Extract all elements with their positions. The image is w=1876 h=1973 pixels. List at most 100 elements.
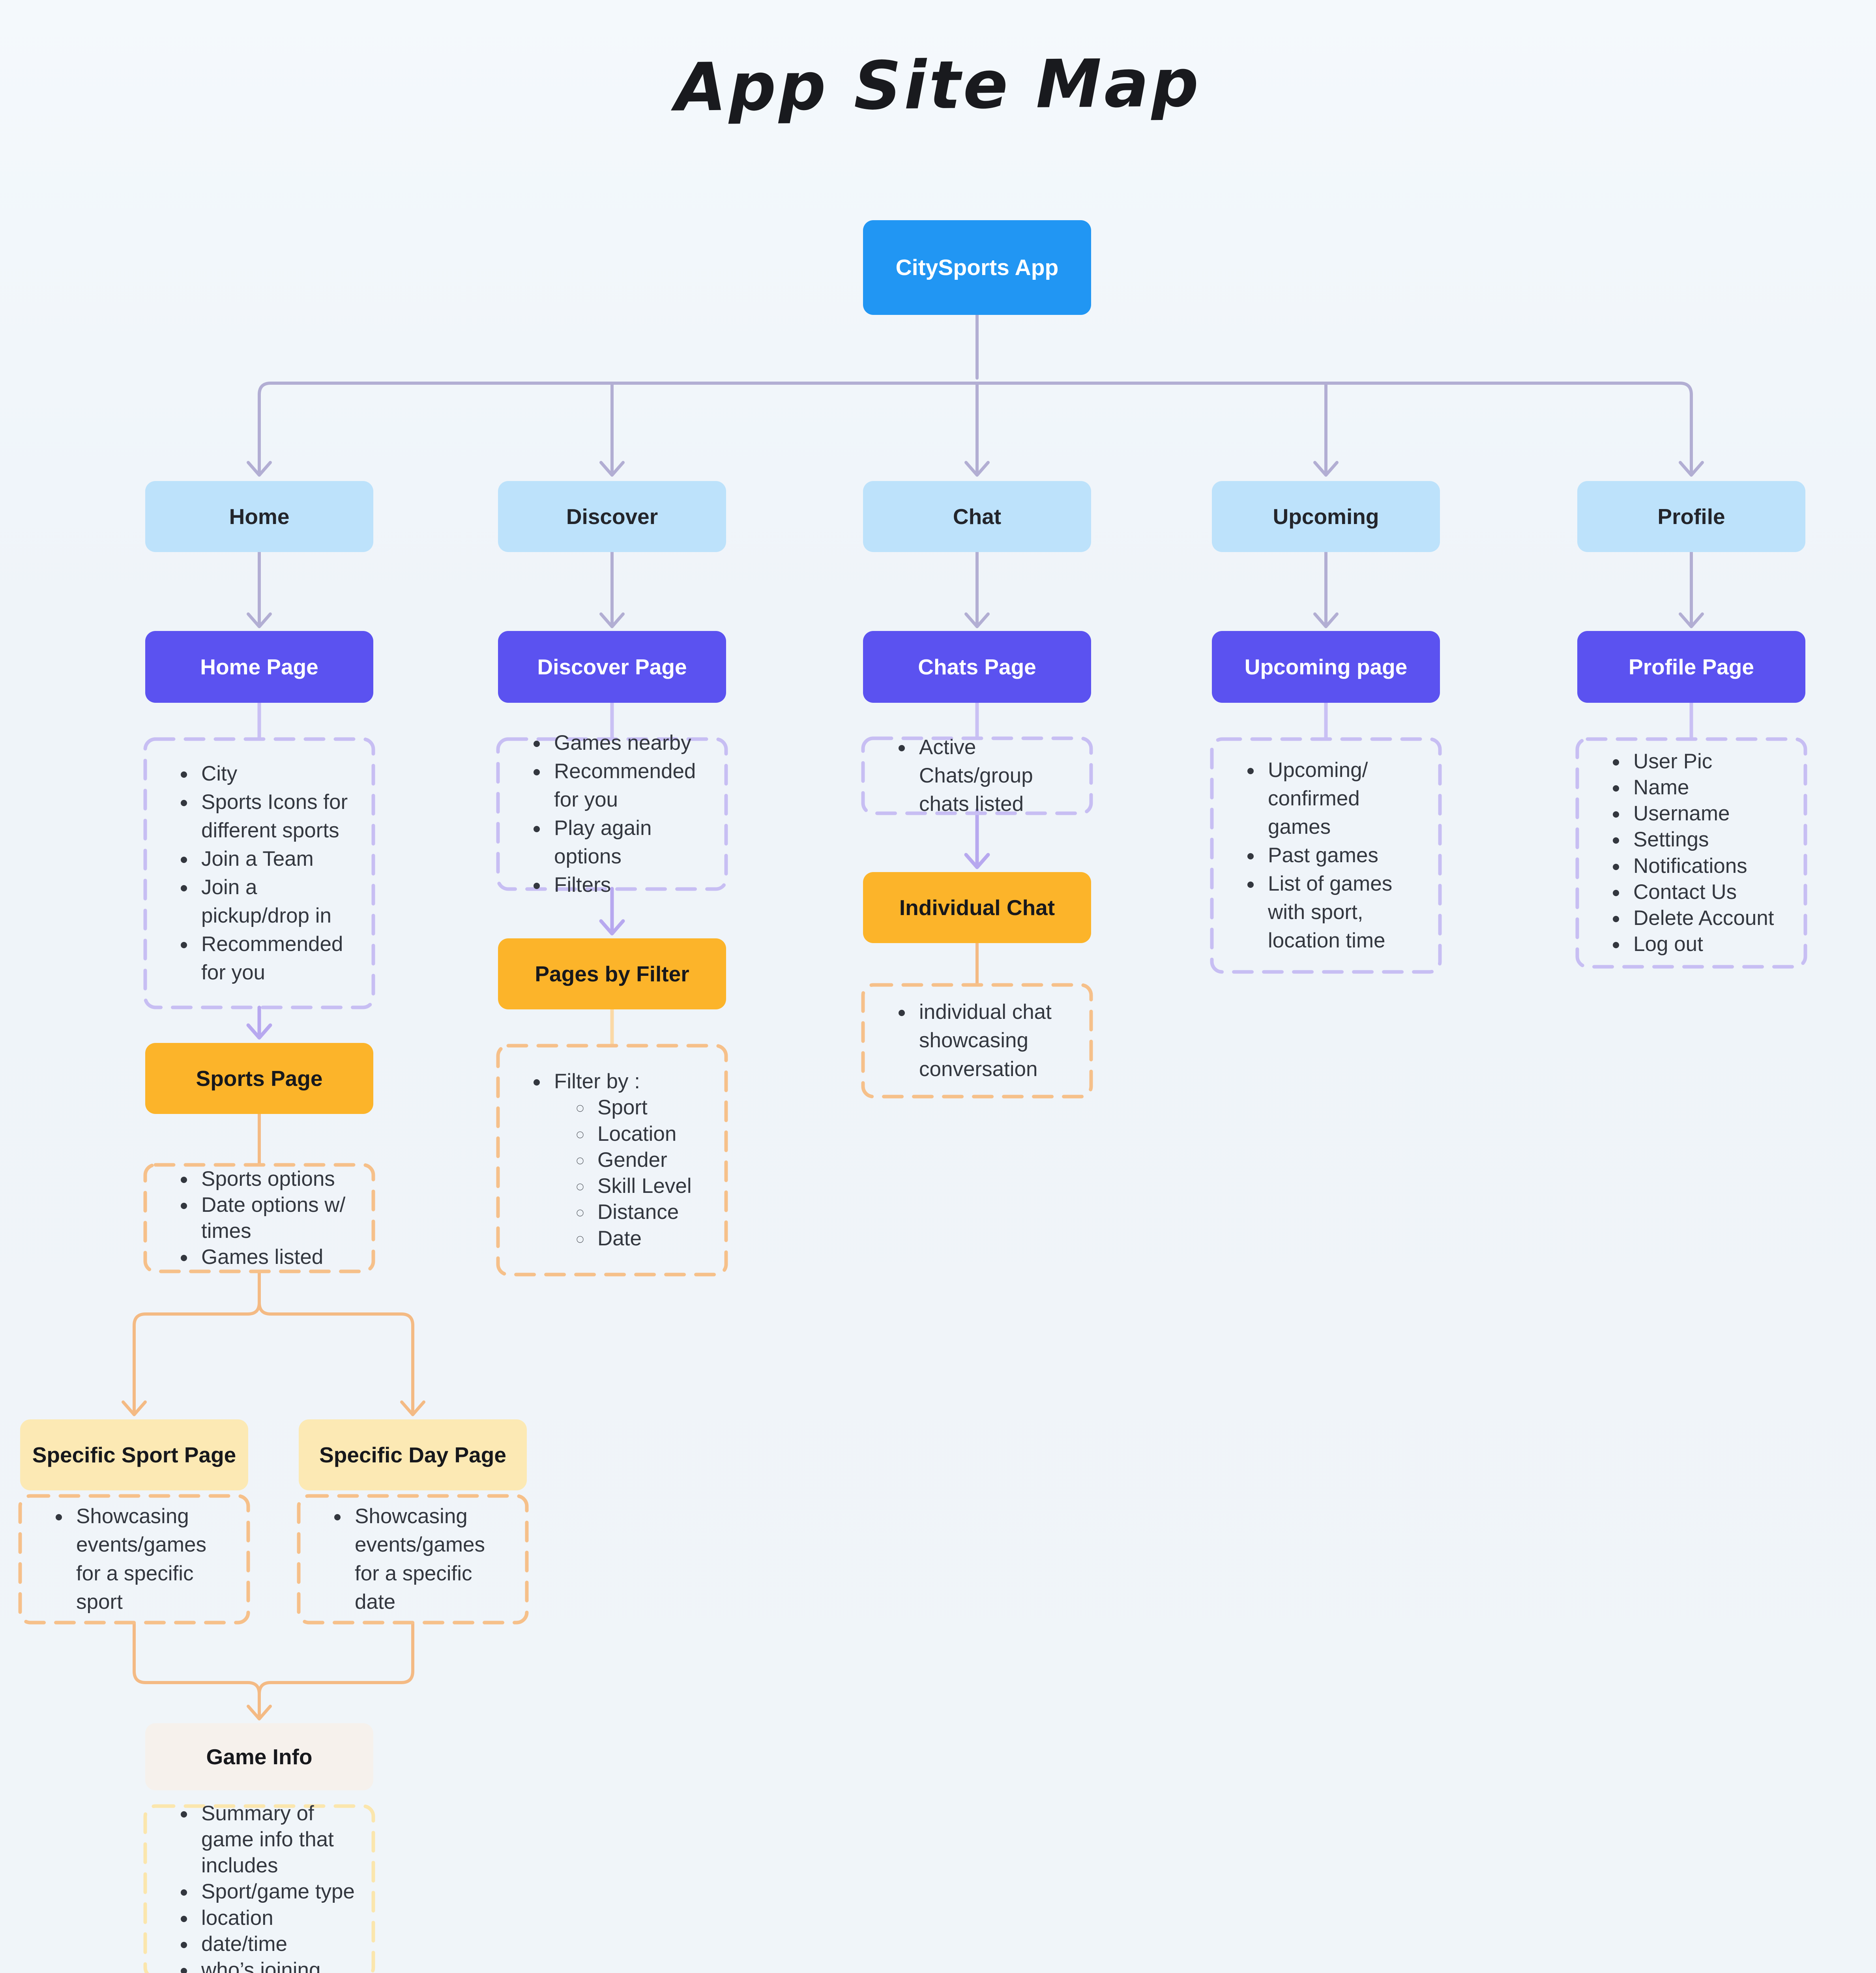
dash-border-gameinfo-list (143, 1804, 375, 1973)
list-item: Join a pickup/drop in (196, 873, 359, 930)
node-chats-page: Chats Page (863, 631, 1091, 703)
home-page-feature-list: City Sports Icons for different sports J… (145, 739, 373, 1007)
list-item: Recommended for you (549, 757, 712, 814)
list-item: Play again options (549, 814, 712, 871)
list-item: Settings (1628, 827, 1791, 853)
filter-by-label: Filter by : (554, 1070, 640, 1093)
node-citysports-app: CitySports App (863, 220, 1091, 315)
arrow-to-game-info (247, 1705, 272, 1720)
dash-border-home-list (143, 737, 375, 1009)
dash-border-chat-list (861, 736, 1093, 815)
node-discover-page: Discover Page (498, 631, 726, 703)
specific-sport-feature-list: Showcasing events/games for a specific s… (20, 1496, 248, 1623)
list-item: date/time (196, 1931, 359, 1957)
list-item: Date (592, 1226, 708, 1252)
arrow-to-home (247, 393, 272, 477)
discover-page-feature-list: Games nearby Recommended for you Play ag… (498, 731, 726, 897)
list-item: Gender (592, 1147, 708, 1173)
node-game-info: Game Info (145, 1723, 373, 1790)
node-sports-page: Sports Page (145, 1043, 373, 1114)
list-item: Showcasing events/games for a specific s… (71, 1502, 234, 1616)
arrow-chat-to-page (964, 550, 990, 628)
list-item: Contact Us (1628, 879, 1791, 905)
list-item: City (196, 760, 359, 788)
list-item: Sports options (196, 1166, 359, 1192)
list-item: Name (1628, 775, 1791, 801)
list-item: individual chat showcasing conversation (914, 998, 1077, 1083)
individual-chat-feature-list: individual chat showcasing conversation (863, 985, 1091, 1097)
list-item: Recommended for you (196, 930, 359, 987)
connector-root-branch-bar (258, 382, 1693, 396)
merge-right (258, 1621, 414, 1696)
page-title: App Site Map (674, 44, 1202, 126)
arrow-profile-to-page (1679, 550, 1704, 628)
list-item: Games nearby (549, 729, 712, 757)
arrow-discover-to-page (599, 550, 625, 628)
profile-page-feature-list: User Pic Name Username Settings Notifica… (1577, 739, 1805, 967)
arrow-to-individual-chat (964, 808, 990, 869)
fork-left (133, 1301, 261, 1413)
dash-border-sport-showcase (18, 1494, 250, 1625)
arrow-to-specific-day (400, 1400, 425, 1416)
arrow-to-profile (1679, 393, 1704, 477)
list-item: Sport/game type (196, 1879, 359, 1905)
list-item: Active Chats/group chats listed (914, 733, 1077, 818)
node-upcoming-page: Upcoming page (1212, 631, 1440, 703)
list-item: Past games (1262, 841, 1426, 870)
game-info-feature-list: Summary of game info that includes Sport… (145, 1802, 373, 1973)
list-item: Filters (549, 871, 712, 899)
node-home: Home (145, 481, 373, 552)
node-profile: Profile (1577, 481, 1805, 552)
fork-right (258, 1301, 414, 1413)
node-profile-page: Profile Page (1577, 631, 1805, 703)
dash-border-day-showcase (297, 1494, 529, 1625)
list-item: Join a Team (196, 845, 359, 873)
list-item: Sport (592, 1095, 708, 1121)
arrow-to-upcoming (1313, 382, 1339, 477)
list-item: Notifications (1628, 853, 1791, 879)
arrow-to-discover (599, 382, 625, 477)
list-item: Date options w/ times (196, 1192, 359, 1245)
arrow-home-to-page (247, 550, 272, 628)
list-item: location (196, 1905, 359, 1931)
arrow-to-pages-by-filter (599, 887, 625, 936)
dash-border-individual-list (861, 983, 1093, 1099)
list-item: Games listed (196, 1244, 359, 1270)
list-item: Upcoming/ confirmed games (1262, 756, 1426, 841)
sports-page-feature-list: Sports options Date options w/ times Gam… (145, 1165, 373, 1271)
list-item: Distance (592, 1199, 708, 1225)
list-item: Filter by : Sport Location Gender Skill … (549, 1069, 712, 1252)
dash-border-sports-list (143, 1163, 375, 1273)
node-home-page: Home Page (145, 631, 373, 703)
specific-day-feature-list: Showcasing events/games for a specific d… (299, 1496, 527, 1623)
arrow-upcoming-to-page (1313, 550, 1339, 628)
arrow-to-chat (964, 382, 990, 477)
node-individual-chat: Individual Chat (863, 872, 1091, 943)
filter-options-list: Filter by : Sport Location Gender Skill … (498, 1046, 726, 1275)
list-item: who’s joining (196, 1957, 359, 1973)
list-item: User Pic (1628, 749, 1791, 775)
arrow-to-sports-page (246, 1005, 272, 1040)
list-item: Showcasing events/games for a specific d… (349, 1502, 513, 1616)
node-discover: Discover (498, 481, 726, 552)
node-specific-sport-page: Specific Sport Page (20, 1419, 248, 1490)
arrow-to-specific-sport (122, 1400, 147, 1416)
list-item: Sports Icons for different sports (196, 788, 359, 845)
list-item: List of games with sport, location time (1262, 870, 1426, 955)
node-chat: Chat (863, 481, 1091, 552)
list-item: Location (592, 1121, 708, 1147)
node-upcoming: Upcoming (1212, 481, 1440, 552)
list-item: Skill Level (592, 1173, 708, 1199)
dash-border-upcoming-list (1210, 737, 1442, 974)
node-specific-day-page: Specific Day Page (299, 1419, 527, 1490)
list-item: Delete Account (1628, 905, 1791, 931)
list-item: Log out (1628, 931, 1791, 957)
node-pages-by-filter: Pages by Filter (498, 938, 726, 1009)
list-item: Summary of game info that includes (196, 1801, 359, 1879)
chats-page-feature-list: Active Chats/group chats listed (863, 736, 1091, 816)
list-item: Username (1628, 801, 1791, 827)
merge-left (133, 1621, 261, 1717)
dash-border-filter-list (496, 1044, 728, 1277)
